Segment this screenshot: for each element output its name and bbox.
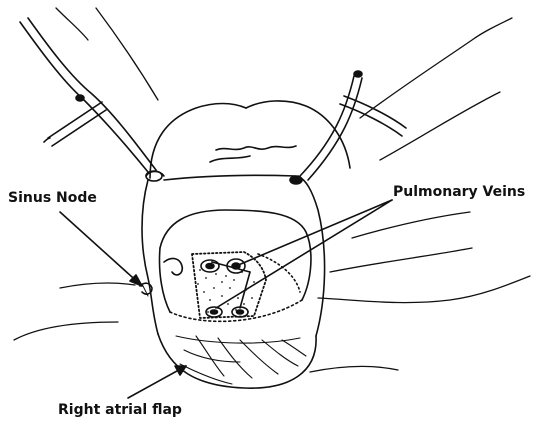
sinus-node-label: Sinus Node	[8, 191, 97, 205]
heart-outline	[142, 175, 325, 388]
pulmonary-veins-leader-4	[240, 272, 250, 308]
stay-suture-left	[20, 18, 164, 181]
atrial-flap-folds	[176, 336, 306, 384]
right-atrial-flap-label: Right atrial flap	[58, 403, 182, 417]
stay-suture-right	[290, 71, 406, 184]
pulmonary-veins-leader-2	[216, 200, 392, 308]
sinus-node-leader	[60, 212, 142, 286]
pulmonary-veins-label: Pulmonary Veins	[393, 185, 525, 199]
